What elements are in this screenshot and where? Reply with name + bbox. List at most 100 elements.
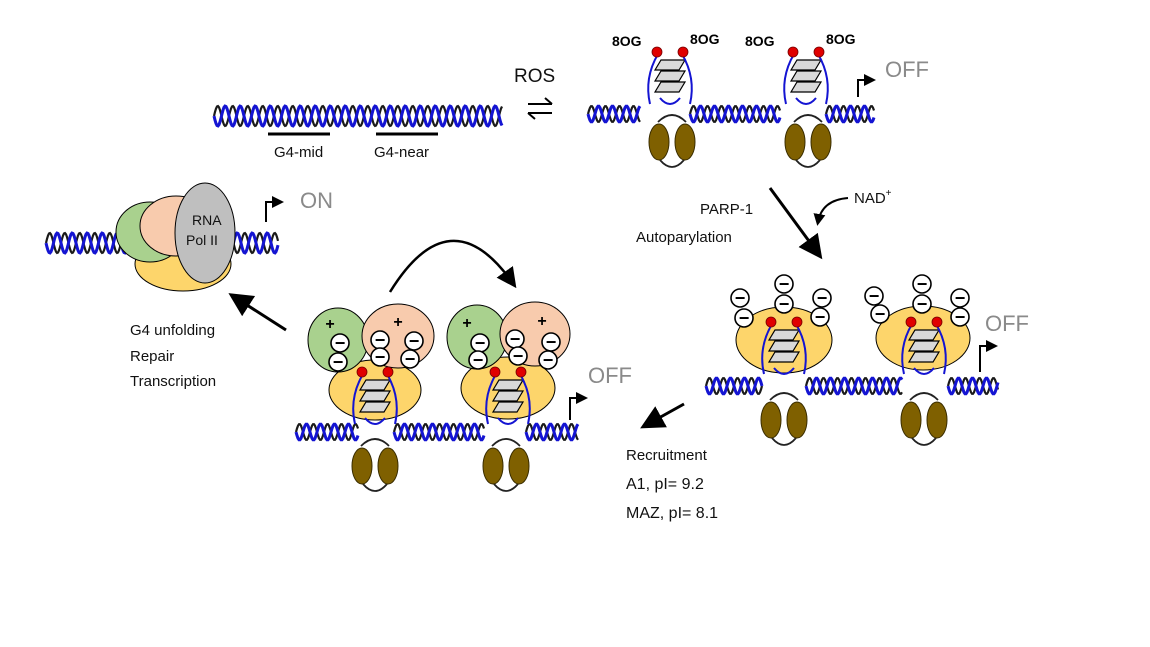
dna-layer — [44, 104, 1000, 442]
charge-circle — [468, 350, 488, 370]
dbd-lobe — [482, 447, 504, 485]
maz-plus-1: + — [393, 314, 402, 331]
recruitment-label-3: MAZ, pI= 8.1 — [626, 505, 718, 522]
charge-layer: −−−−−−−−−−−−++++−−−−−−−−−−−− — [325, 274, 970, 372]
on-label: ON — [300, 188, 333, 213]
minus-sign: − — [815, 307, 826, 327]
promoter-arrow-on — [265, 196, 284, 222]
dna-strand — [824, 104, 876, 124]
unfolding-label-1: G4 unfolding — [130, 322, 215, 339]
g4-top-1 — [647, 46, 693, 105]
dna-recruited-c — [524, 422, 580, 442]
g-tetrad — [653, 70, 687, 82]
og-site-dot — [356, 366, 368, 378]
og-site-dot — [931, 316, 943, 328]
exchange-arrow — [388, 239, 517, 293]
dna-strand — [294, 422, 360, 442]
par-charge-3: − — [774, 274, 794, 294]
minus-sign: − — [513, 346, 524, 366]
recruitment-arrow — [640, 402, 685, 429]
charge-circle — [774, 294, 794, 314]
dbd-linker — [659, 159, 685, 168]
minus-sign: − — [917, 274, 928, 294]
recruited-charge-12: − — [538, 350, 558, 370]
dna-parylated-b — [804, 376, 904, 396]
dbd-top-1 — [648, 114, 696, 168]
recruited-charge-11: − — [541, 332, 561, 352]
charge-circle — [810, 307, 830, 327]
minus-sign: − — [779, 274, 790, 294]
g-tetrad — [653, 81, 687, 93]
recruitment-label-2: A1, pI= 9.2 — [626, 476, 704, 493]
og-site-dot — [382, 366, 394, 378]
og-site-dot — [813, 46, 825, 58]
dna-strand — [946, 376, 1000, 396]
minus-sign: − — [473, 350, 484, 370]
g4-top-2 — [783, 46, 829, 105]
unfolding-label-2: Repair — [130, 348, 174, 365]
recruitment-label-1: Recruitment — [626, 447, 708, 464]
dna-strand — [586, 104, 642, 124]
rna-pol-label-1: RNA — [192, 212, 222, 228]
minus-sign: − — [735, 288, 746, 308]
dna-strand — [824, 105, 876, 123]
dbd-linker — [911, 437, 937, 446]
recruited-charge-10: − — [508, 346, 528, 366]
g-tetrad — [653, 59, 687, 71]
g-tetrad — [767, 340, 801, 352]
og-site-dot — [791, 316, 803, 328]
g-tetrad — [358, 390, 392, 402]
par-charge-2: − — [734, 308, 754, 328]
g4-loop — [497, 417, 519, 425]
charge-circle — [730, 288, 750, 308]
dna-strand — [524, 422, 580, 442]
g4-mid-label: G4-mid — [274, 144, 323, 161]
og-site-dot — [515, 366, 527, 378]
par-charge-10: − — [912, 294, 932, 314]
charge-circle — [508, 346, 528, 366]
dna-oxidized-a — [586, 104, 642, 124]
charge-circle — [812, 288, 832, 308]
g-tetrad — [491, 401, 525, 413]
par-charge-12: − — [950, 307, 970, 327]
unfolding-label-3: Transcription — [130, 373, 216, 390]
minus-sign: − — [917, 294, 928, 314]
g4-right-2 — [901, 316, 947, 375]
dbd-linker — [360, 438, 390, 447]
g-tetrad — [907, 329, 941, 341]
g4-loop — [364, 417, 386, 425]
g-tetrad — [789, 70, 823, 82]
minus-sign: − — [333, 352, 344, 372]
unfolding-arrow — [228, 293, 287, 332]
parp-label-1: PARP-1 — [700, 201, 753, 218]
a1-plus-2: + — [462, 315, 471, 332]
charge-circle — [870, 304, 890, 324]
dbd-lobe — [786, 401, 808, 439]
dna-strand — [392, 422, 486, 442]
minus-sign: − — [875, 304, 886, 324]
g-tetrad — [767, 329, 801, 341]
charge-circle — [400, 349, 420, 369]
og-site-dot — [905, 316, 917, 328]
charge-circle — [538, 350, 558, 370]
par-charge-7: − — [864, 286, 884, 306]
par-charge-4: − — [774, 294, 794, 314]
g4-loop — [659, 97, 681, 105]
charge-circle — [912, 294, 932, 314]
par-charge-6: − — [810, 307, 830, 327]
plus-sign: + — [393, 314, 402, 331]
charge-circle — [912, 274, 932, 294]
dbd-right-1 — [760, 392, 808, 446]
g4-near-label: G4-near — [374, 144, 429, 161]
minus-sign: − — [739, 308, 750, 328]
nad-label: NAD+ — [854, 188, 892, 207]
minus-sign: − — [817, 288, 828, 308]
ros-label: ROS — [514, 66, 555, 87]
g-tetrad — [767, 351, 801, 363]
charge-circle — [950, 288, 970, 308]
plus-sign: + — [325, 316, 334, 333]
dbd-lobe — [351, 447, 373, 485]
rna-pol-ii — [174, 182, 236, 284]
par-charge-9: − — [912, 274, 932, 294]
